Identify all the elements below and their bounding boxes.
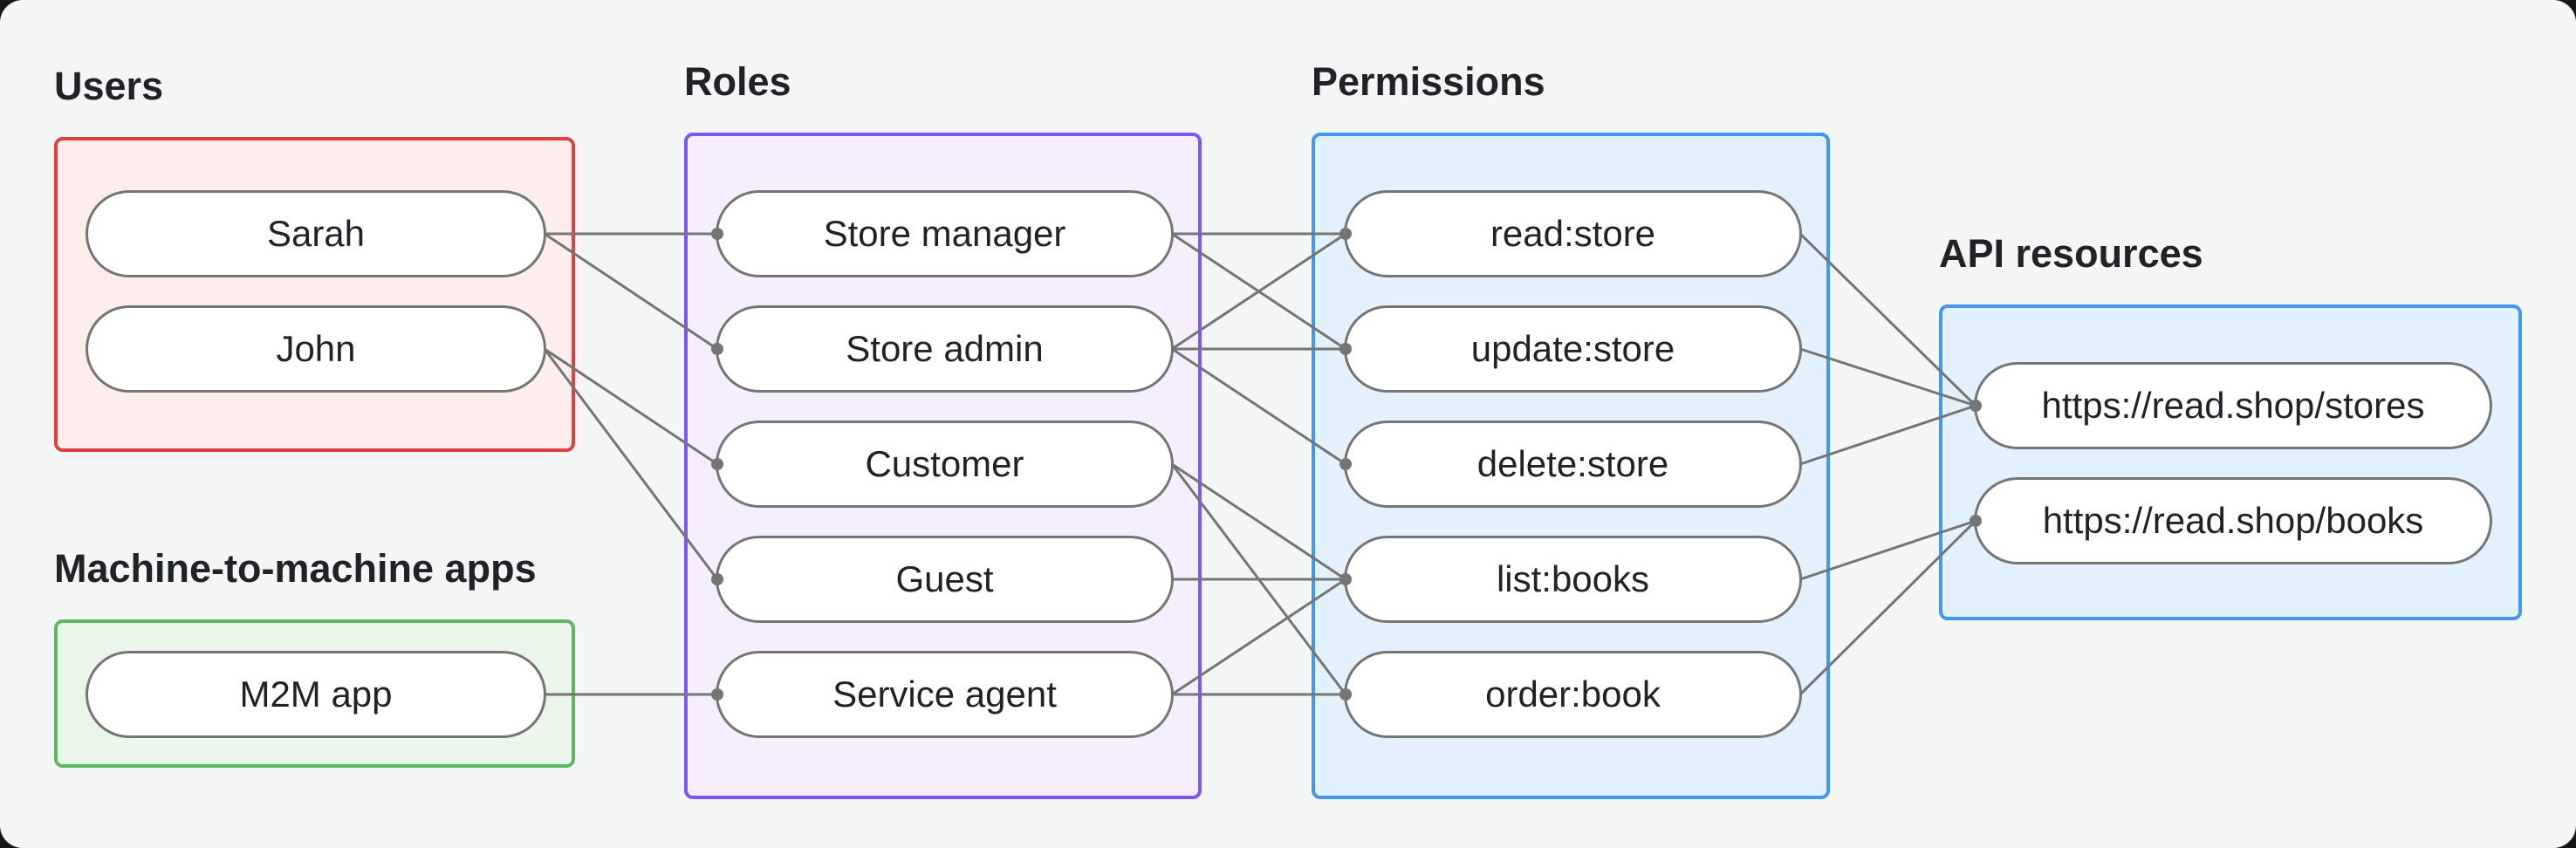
node-role-guest: Guest [716, 536, 1174, 623]
node-m2m-app: M2M app [86, 651, 546, 738]
node-api-resource-stores: https://read.shop/stores [1974, 362, 2492, 449]
node-api-resource-books: https://read.shop/books [1974, 477, 2492, 564]
node-role-store-manager: Store manager [716, 190, 1174, 277]
api-box [1939, 304, 2522, 620]
node-permission-update-store: update:store [1344, 305, 1802, 393]
users-box [54, 137, 575, 452]
section-label-api: API resources [1939, 231, 2203, 276]
node-role-store-admin: Store admin [716, 305, 1174, 393]
node-user-sarah: Sarah [86, 190, 546, 277]
node-permission-order-book: order:book [1344, 651, 1802, 738]
node-permission-list-books: list:books [1344, 536, 1802, 623]
node-user-john: John [86, 305, 546, 393]
section-label-roles: Roles [684, 59, 791, 104]
section-label-permissions: Permissions [1312, 59, 1545, 104]
node-permission-read-store: read:store [1344, 190, 1802, 277]
node-permission-delete-store: delete:store [1344, 421, 1802, 508]
node-role-service-agent: Service agent [716, 651, 1174, 738]
section-label-users: Users [54, 64, 164, 108]
section-label-m2m: Machine-to-machine apps [54, 546, 537, 591]
node-role-customer: Customer [716, 421, 1174, 508]
